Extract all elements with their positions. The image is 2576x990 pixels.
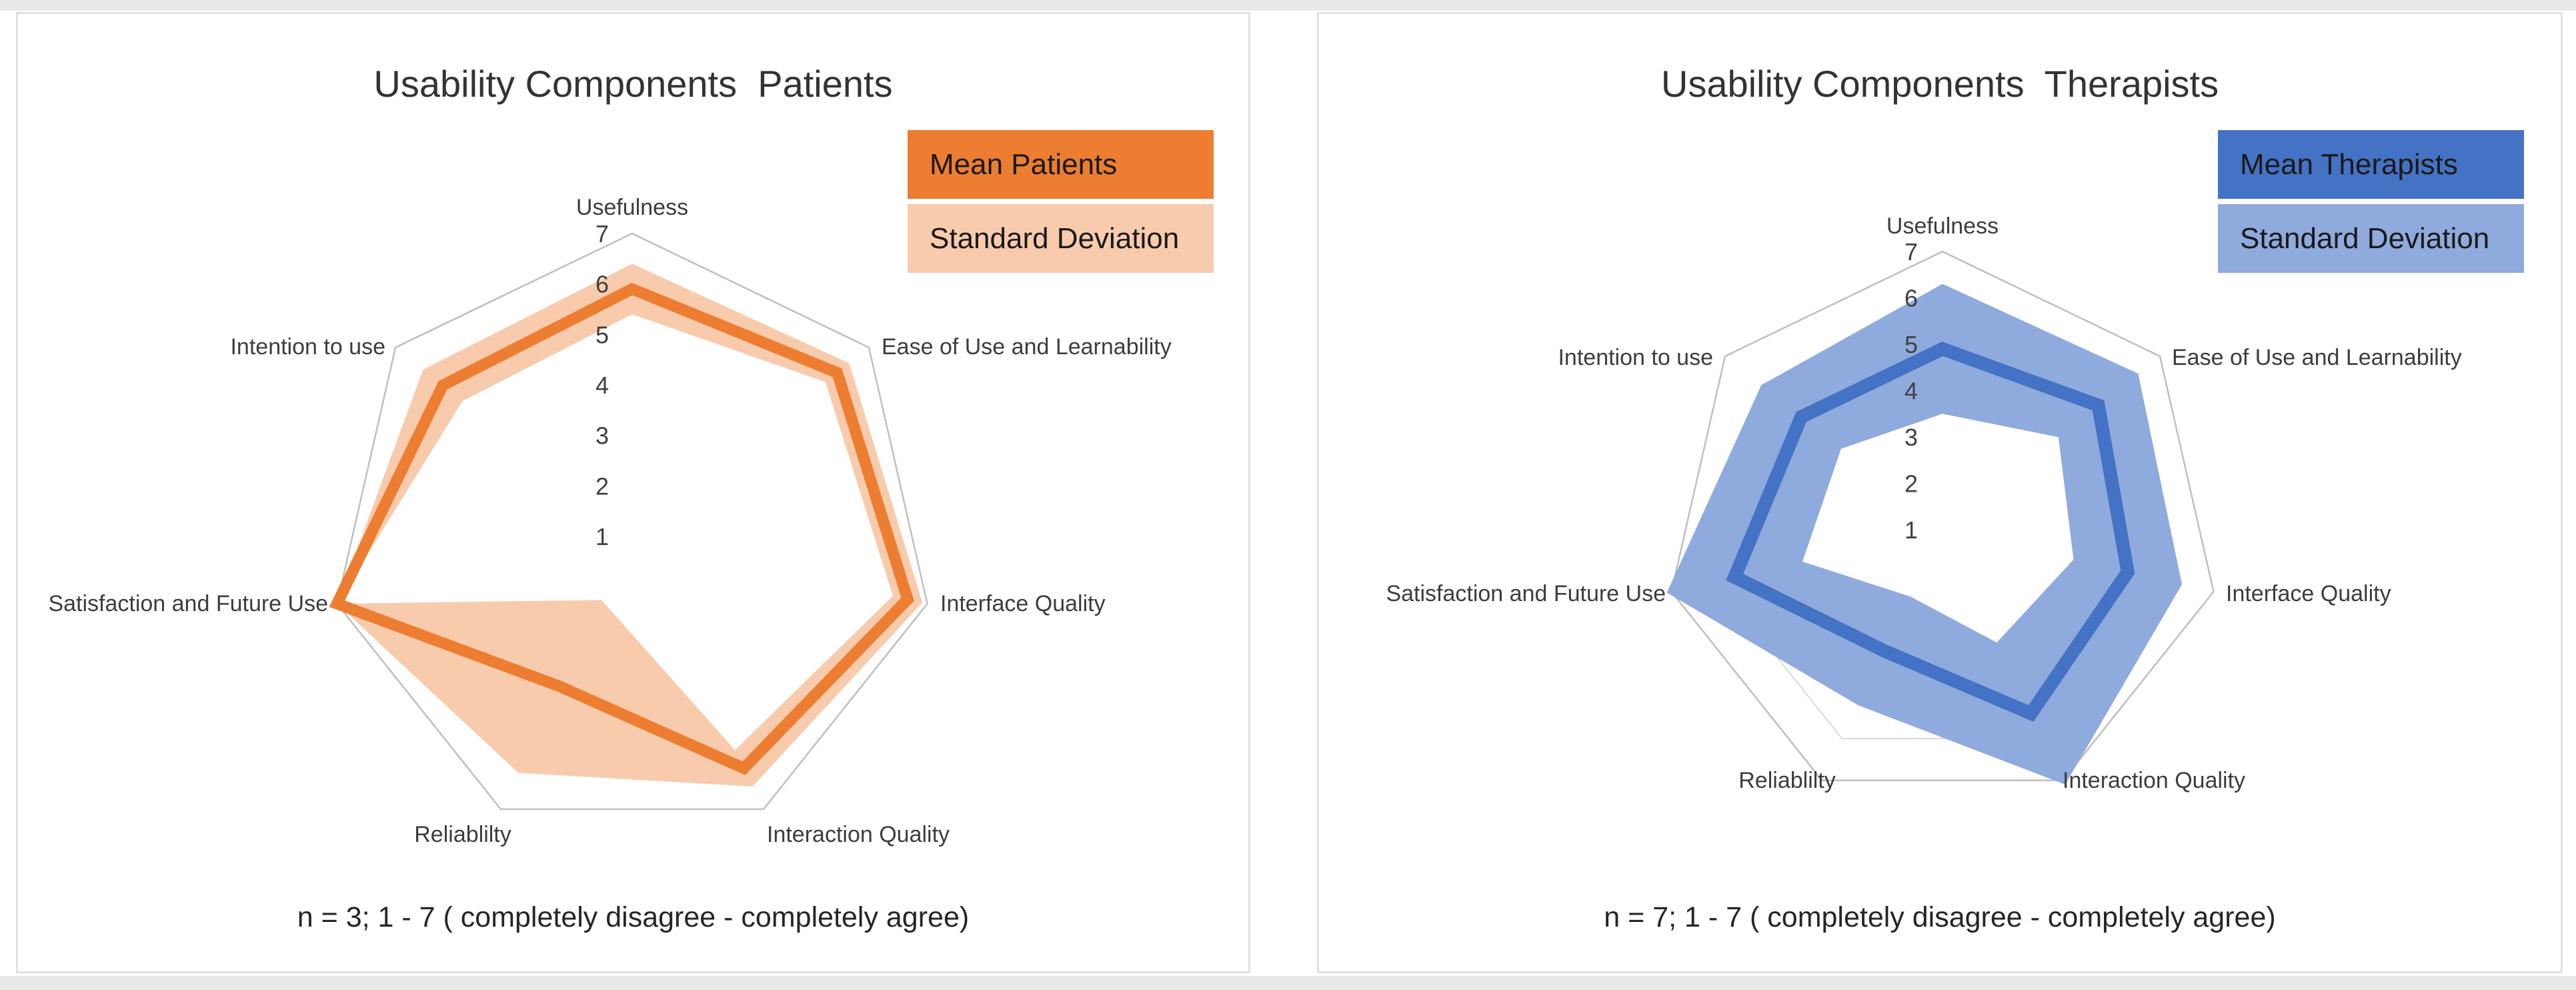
svg-text:Interaction Quality: Interaction Quality	[2063, 768, 2245, 793]
svg-text:6: 6	[1904, 285, 1918, 312]
svg-text:4: 4	[1904, 378, 1918, 405]
svg-text:Reliablilty: Reliablilty	[1738, 768, 1836, 793]
legend-label-standard-deviation-therapists: Standard Deviation	[2240, 221, 2490, 255]
page-top-edge	[0, 0, 2576, 11]
svg-text:Satisfaction and Future Use: Satisfaction and Future Use	[48, 591, 328, 616]
svg-text:Ease of Use and Learnability: Ease of Use and Learnability	[2172, 345, 2462, 370]
svg-text:2: 2	[595, 472, 609, 500]
svg-text:7: 7	[595, 220, 609, 248]
svg-text:5: 5	[1904, 331, 1918, 358]
svg-text:7: 7	[1904, 238, 1918, 266]
legend-swatch-mean-therapists: Mean Therapists	[2218, 130, 2524, 199]
svg-text:Usefulness: Usefulness	[1886, 213, 1999, 239]
svg-text:Intention to use: Intention to use	[230, 334, 385, 360]
svg-text:6: 6	[595, 271, 609, 298]
svg-text:4: 4	[595, 372, 609, 399]
svg-text:Reliablilty: Reliablilty	[414, 822, 511, 847]
svg-text:Satisfaction and Future Use: Satisfaction and Future Use	[1386, 581, 1666, 606]
legend-swatch-standard-deviation-patients: Standard Deviation	[908, 204, 1214, 273]
svg-text:Ease of Use and Learnability: Ease of Use and Learnability	[882, 334, 1172, 360]
patients-legend: Mean Patients Standard Deviation	[908, 130, 1214, 278]
svg-text:5: 5	[595, 321, 609, 348]
patients-caption: n = 3; 1 - 7 ( completely disagree - com…	[297, 901, 970, 933]
legend-swatch-mean-patients: Mean Patients	[908, 130, 1214, 199]
patients-chart-title: Usability Components Patients	[373, 63, 893, 105]
therapists-caption: n = 7; 1 - 7 ( completely disagree - com…	[1604, 901, 2276, 933]
patients-chart-panel: Usability Components Patients Mean Patie…	[16, 12, 1250, 973]
therapists-legend: Mean Therapists Standard Deviation	[2218, 130, 2524, 278]
svg-text:Interface Quality: Interface Quality	[2226, 581, 2391, 606]
svg-text:3: 3	[1904, 424, 1918, 451]
svg-text:1: 1	[595, 523, 609, 550]
svg-text:Interaction Quality: Interaction Quality	[767, 822, 950, 847]
legend-swatch-standard-deviation-therapists: Standard Deviation	[2218, 204, 2524, 273]
legend-label-mean-patients: Mean Patients	[930, 147, 1118, 181]
therapists-chart-title: Usability Components Therapists	[1660, 63, 2219, 105]
svg-text:1: 1	[1904, 516, 1918, 544]
svg-text:Intention to use: Intention to use	[1558, 345, 1713, 370]
svg-text:Usefulness: Usefulness	[576, 195, 688, 220]
svg-text:3: 3	[595, 422, 609, 450]
page-bottom-edge	[0, 976, 2576, 990]
legend-label-standard-deviation-patients: Standard Deviation	[930, 221, 1180, 255]
svg-text:2: 2	[1904, 470, 1918, 498]
svg-text:Interface Quality: Interface Quality	[940, 591, 1106, 616]
legend-label-mean-therapists: Mean Therapists	[2240, 147, 2458, 181]
